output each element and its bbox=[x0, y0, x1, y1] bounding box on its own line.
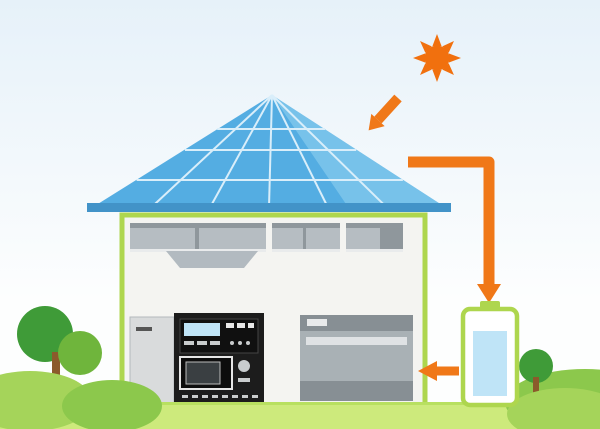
panel-button bbox=[184, 341, 194, 345]
sun-ray bbox=[413, 53, 425, 63]
panel-knob bbox=[230, 341, 234, 345]
window-sill bbox=[130, 249, 266, 252]
sun-ray bbox=[449, 53, 461, 63]
sun-rays bbox=[413, 34, 461, 82]
window-left bbox=[130, 223, 266, 252]
window-divider bbox=[195, 223, 199, 251]
dishwasher bbox=[300, 315, 413, 401]
panel-button bbox=[197, 341, 207, 345]
right-greenery bbox=[505, 349, 600, 429]
sun-ray bbox=[442, 41, 454, 53]
sun-ray bbox=[420, 63, 432, 75]
sun-ray bbox=[432, 34, 442, 46]
sun-core bbox=[424, 45, 450, 71]
window-pane-dark bbox=[380, 223, 403, 251]
sunlight-arrow-head bbox=[368, 113, 385, 131]
ground-edge bbox=[0, 402, 600, 405]
dishwasher-handle bbox=[306, 337, 407, 345]
roof-eave bbox=[87, 203, 451, 212]
small-button bbox=[182, 395, 188, 398]
microwave-button bbox=[238, 378, 250, 382]
roof-to-battery-arrow-icon bbox=[408, 156, 501, 303]
panel-button bbox=[226, 323, 234, 328]
dishwasher-top-band bbox=[300, 315, 413, 331]
bottom-button-row bbox=[182, 395, 258, 398]
range-hood bbox=[166, 251, 258, 268]
small-button bbox=[232, 395, 238, 398]
sun-ray bbox=[442, 63, 454, 75]
window-sill bbox=[272, 249, 340, 252]
cabinet-handle bbox=[136, 327, 152, 331]
panel-button bbox=[248, 323, 254, 328]
microwave-window bbox=[185, 361, 221, 385]
window-middle bbox=[272, 223, 340, 252]
panel-knob bbox=[238, 341, 242, 345]
bush bbox=[62, 380, 162, 429]
window-shade bbox=[346, 223, 403, 228]
small-button bbox=[242, 395, 248, 398]
panel-button bbox=[210, 341, 220, 345]
small-button bbox=[212, 395, 218, 398]
panel-knob bbox=[246, 341, 250, 345]
discharge-arrow-head bbox=[418, 361, 437, 381]
small-button bbox=[222, 395, 228, 398]
small-button bbox=[202, 395, 208, 398]
sunlight-arrow-shaft bbox=[374, 94, 402, 124]
solar-panel-grid bbox=[136, 94, 403, 208]
window-right bbox=[346, 223, 403, 252]
second-floor-windows bbox=[130, 223, 403, 252]
window-sill bbox=[346, 249, 403, 252]
dishwasher-kick-band bbox=[300, 381, 413, 401]
sunlight-arrow-icon bbox=[368, 94, 402, 131]
battery-to-appliance-arrow-icon bbox=[418, 361, 459, 381]
microwave-knob bbox=[238, 360, 250, 372]
battery-charge-level bbox=[473, 331, 507, 396]
panel-button bbox=[237, 323, 245, 328]
sun-ray bbox=[432, 70, 442, 82]
power-flow-arrow-head bbox=[477, 284, 501, 303]
window-divider bbox=[303, 223, 306, 251]
tree-canopy-dark bbox=[519, 349, 553, 383]
small-button bbox=[252, 395, 258, 398]
tree-trunk bbox=[533, 377, 539, 404]
kitchen-appliance-stack bbox=[174, 313, 264, 404]
bush bbox=[507, 388, 600, 429]
display-screen bbox=[184, 323, 220, 336]
left-greenery bbox=[0, 306, 162, 429]
first-floor-appliances bbox=[129, 313, 413, 405]
tree-canopy-light bbox=[58, 331, 102, 375]
house bbox=[119, 212, 428, 409]
solar-panel-roof bbox=[87, 94, 451, 212]
dishwasher-slot bbox=[307, 319, 327, 326]
storage-battery bbox=[460, 301, 520, 408]
small-button bbox=[192, 395, 198, 398]
power-flow-pipe bbox=[408, 156, 495, 286]
sun-ray bbox=[420, 41, 432, 53]
sun-icon bbox=[413, 34, 461, 82]
